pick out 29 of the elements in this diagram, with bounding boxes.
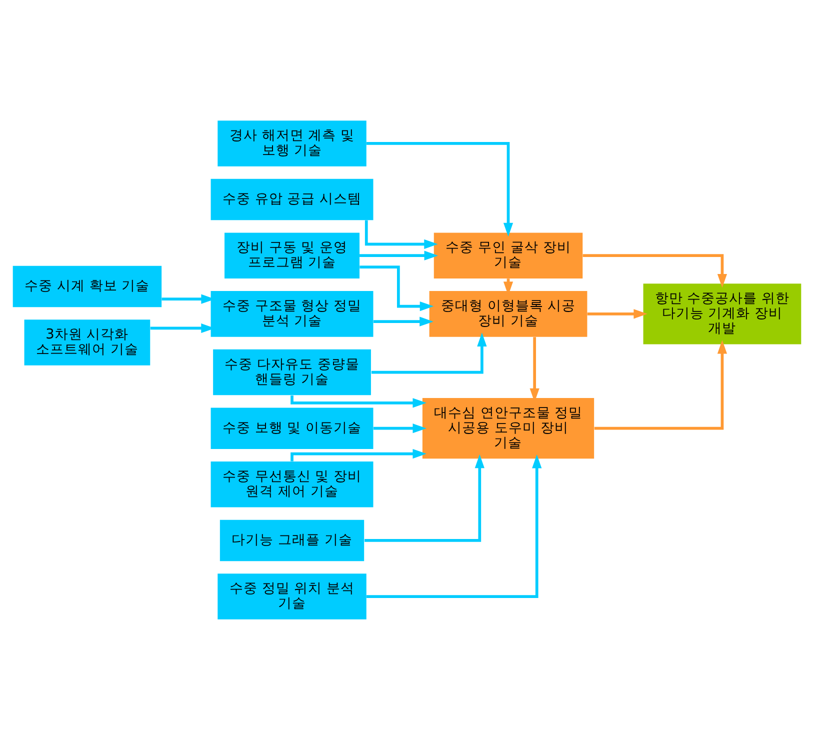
- node-box: 다기능 그래플 기술: [220, 520, 364, 562]
- node-box: 대수심 연안구조물 정밀 시공용 도우미 장비 기술: [422, 398, 594, 459]
- arrow: [290, 448, 426, 462]
- node-box: 수중 시계 확보 기술: [12, 266, 162, 308]
- node-box: 경사 해저면 계측 및 보행 기술: [218, 120, 366, 166]
- arrow: [594, 340, 728, 430]
- arrow: [587, 309, 648, 319]
- arrow: [290, 395, 426, 408]
- arrow: [366, 142, 514, 237]
- node-box: 수중 무선통신 및 장비 원격 제어 기술: [210, 462, 374, 508]
- node-box: 3차원 시각화 소프트웨어 기술: [24, 320, 150, 366]
- arrow: [364, 220, 438, 249]
- arrow: [373, 316, 434, 326]
- node-box: 중대형 이형블록 시공 장비 기술: [429, 291, 588, 337]
- node-box: 수중 보행 및 이동기술: [210, 408, 374, 449]
- arrow: [371, 332, 487, 374]
- node-box: 수중 다자유도 중량물 핸들링 기술: [213, 349, 371, 396]
- arrow: [360, 250, 438, 260]
- arrow: [360, 266, 434, 312]
- arrow: [366, 454, 542, 598]
- node-box: 수중 무인 굴삭 장비 기술: [434, 232, 583, 278]
- node-box: 항만 수중공사를 위한 다기능 기계화 장비 개발: [643, 284, 802, 344]
- arrow: [582, 254, 728, 288]
- node-box: 장비 구동 및 운영 프로그램 기술: [224, 232, 360, 278]
- arrow: [373, 424, 427, 434]
- node-box: 수중 유압 공급 시스템: [210, 178, 374, 220]
- arrow: [364, 454, 484, 542]
- node-box: 수중 정밀 위치 분석 기술: [218, 574, 366, 620]
- node-box: 수중 구조물 형상 정밀 분석 기술: [210, 291, 374, 337]
